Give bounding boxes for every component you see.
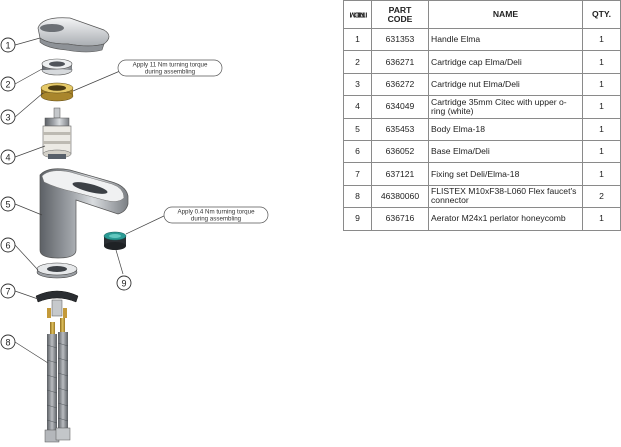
cell-part-code: 636716 — [371, 207, 429, 231]
cell-item-no: 1 — [343, 27, 372, 52]
cartridge-cap-part — [41, 58, 73, 76]
cartridge-nut-part — [40, 82, 74, 102]
table-row: 1 631353 Handle Elma 1 — [343, 27, 621, 52]
balloon-2-label: 2 — [5, 80, 10, 90]
balloon-3-label: 3 — [5, 113, 10, 123]
body-part — [39, 168, 129, 259]
balloon-2: 2 — [0, 76, 16, 92]
balloon-8: 8 — [0, 334, 16, 350]
leader-lines — [14, 37, 167, 364]
cell-part-code: 637121 — [371, 162, 429, 186]
table-row: 4 634049 Cartridge 35mm Citec with upper… — [343, 95, 621, 119]
torque-note-cartridge-nut: Apply 11 Nm turning torque during assemb… — [117, 59, 223, 77]
cell-name: Cartridge cap Elma/Deli — [428, 50, 583, 74]
table-row: 8 46380060 FLISTEX M10xF38-L060 Flex fau… — [343, 184, 621, 209]
balloon-7-label: 7 — [5, 287, 10, 297]
balloon-4-label: 4 — [5, 153, 10, 163]
balloon-9: 9 — [116, 275, 132, 291]
cell-part-code: 636052 — [371, 139, 429, 164]
cell-item-no: 7 — [343, 162, 372, 186]
table-row: 2 636271 Cartridge cap Elma/Deli 1 — [343, 50, 621, 74]
table-row: 3 636272 Cartridge nut Elma/Deli 1 — [343, 72, 621, 97]
cell-name: Fixing set Deli/Elma-18 — [428, 162, 583, 186]
cell-name: Cartridge nut Elma/Deli — [428, 72, 583, 97]
cell-name: Aerator M24x1 perlator honeycomb — [428, 207, 583, 231]
cell-qty: 1 — [582, 139, 621, 164]
cartridge-part — [42, 107, 72, 159]
table-row: 9 636716 Aerator M24x1 perlator honeycom… — [343, 207, 621, 231]
base-part — [36, 262, 78, 279]
balloon-5-label: 5 — [5, 200, 10, 210]
cell-item-no: 9 — [343, 207, 372, 231]
table-row: 7 637121 Fixing set Deli/Elma-18 1 — [343, 162, 621, 186]
header-name: NAME — [428, 0, 583, 29]
fixing-set-part — [35, 290, 79, 318]
cell-item-no: 8 — [343, 184, 372, 209]
balloon-9-label: 9 — [121, 279, 126, 289]
cell-qty: 1 — [582, 95, 621, 119]
handle-part — [37, 17, 110, 53]
flex-hoses-part — [44, 318, 71, 443]
cell-item-no: 4 — [343, 95, 372, 119]
cell-part-code: 46380060 — [371, 184, 429, 209]
cell-name: FLISTEX M10xF38-L060 Flex faucet's conne… — [428, 184, 583, 209]
cell-qty: 1 — [582, 27, 621, 52]
torque-note-cartridge-nut-line-1: Apply 11 Nm turning torque — [133, 62, 208, 69]
header-qty: QTY. — [582, 0, 621, 29]
cell-item-no: 5 — [343, 117, 372, 141]
torque-note-cartridge-nut-line-2: during assembling — [145, 69, 196, 76]
balloon-4: 4 — [0, 149, 16, 165]
balloon-6-label: 6 — [5, 241, 10, 251]
cell-item-no: 2 — [343, 50, 372, 74]
torque-note-aerator-line-2: during assembling — [191, 216, 242, 223]
balloon-6: 6 — [0, 237, 16, 253]
cell-part-code: 635453 — [371, 117, 429, 141]
cell-part-code: 636272 — [371, 72, 429, 97]
cell-name: Body Elma-18 — [428, 117, 583, 141]
table-row: 6 636052 Base Elma/Deli 1 — [343, 139, 621, 164]
cell-qty: 1 — [582, 207, 621, 231]
cell-item-no: 6 — [343, 139, 372, 164]
table-row: 5 635453 Body Elma-18 1 — [343, 117, 621, 141]
aerator-part — [103, 231, 127, 250]
cell-qty: 1 — [582, 117, 621, 141]
cell-part-code: 636271 — [371, 50, 429, 74]
balloon-1: 1 — [0, 37, 16, 53]
cell-part-code: 631353 — [371, 27, 429, 52]
cell-part-code: 634049 — [371, 95, 429, 119]
header-part-code: PART CODE — [371, 0, 429, 29]
cell-qty: 1 — [582, 72, 621, 97]
cell-name: Cartridge 35mm Citec with upper o-ring (… — [428, 95, 583, 119]
balloon-7: 7 — [0, 283, 16, 299]
torque-note-aerator-line-1: Apply 0.4 Nm turning torque — [177, 209, 255, 216]
torque-note-aerator: Apply 0.4 Nm turning torque during assem… — [163, 206, 269, 224]
balloon-3: 3 — [0, 109, 16, 125]
cell-item-no: 3 — [343, 72, 372, 97]
cell-name: Base Elma/Deli — [428, 139, 583, 164]
balloon-5: 5 — [0, 196, 16, 212]
exploded-view-drawing: Apply 11 Nm turning torque during assemb… — [0, 17, 269, 443]
balloon-8-label: 8 — [5, 338, 10, 348]
balloon-1-label: 1 — [5, 41, 10, 51]
cell-qty: 1 — [582, 50, 621, 74]
cell-name: Handle Elma — [428, 27, 583, 52]
cell-qty: 2 — [582, 184, 621, 209]
cell-qty: 1 — [582, 162, 621, 186]
